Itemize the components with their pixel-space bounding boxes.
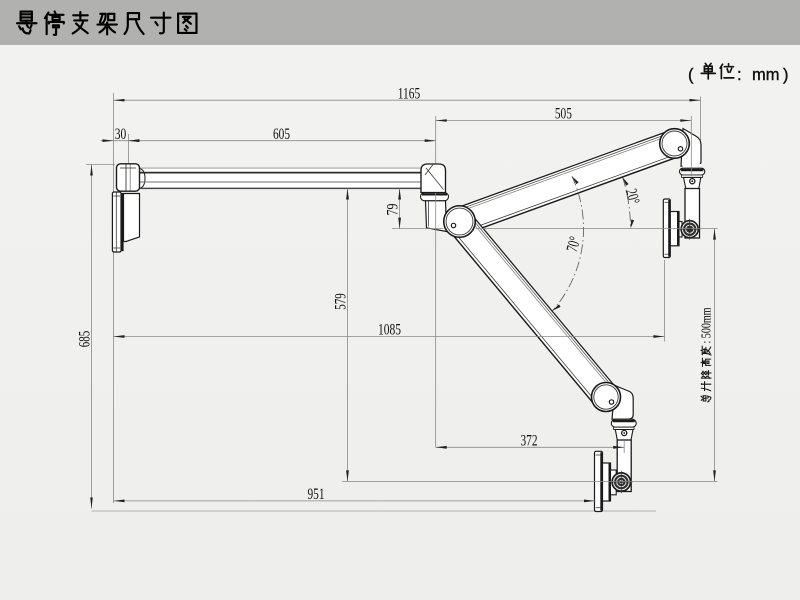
svg-text:30: 30 [115,125,127,143]
svg-text:): ) [783,66,789,84]
svg-text:: 500mm: : 500mm [700,307,715,343]
svg-text:20°: 20° [622,187,643,206]
svg-text:605: 605 [273,125,290,143]
svg-text:70°: 70° [563,235,584,254]
svg-text:685: 685 [76,331,94,348]
svg-text:579: 579 [332,293,350,310]
svg-text:1165: 1165 [398,84,421,102]
svg-text:1085: 1085 [378,321,401,339]
svg-text:mm: mm [752,66,780,84]
svg-text::: : [737,66,742,84]
svg-text:(: ( [688,66,694,84]
svg-text:79: 79 [384,204,402,216]
svg-text:372: 372 [521,431,538,449]
svg-text:505: 505 [555,105,572,123]
svg-text:951: 951 [308,485,325,503]
